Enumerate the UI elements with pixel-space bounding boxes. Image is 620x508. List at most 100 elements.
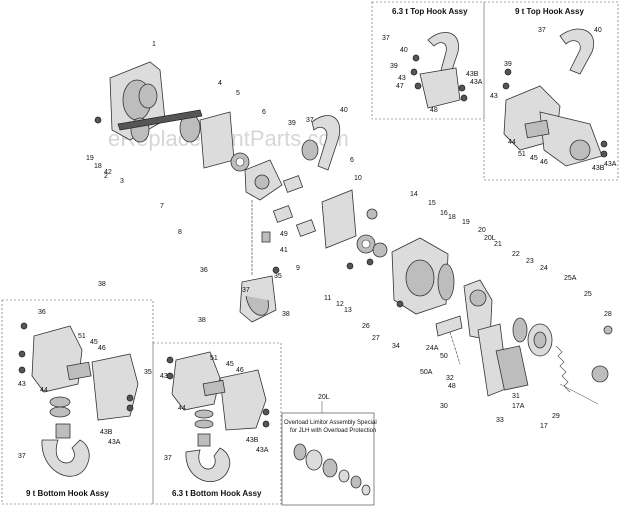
callout-main-34: 34 — [392, 343, 400, 350]
callout-main-22: 22 — [512, 251, 520, 258]
title-bottom-hook-9: 9 t Bottom Hook Assy — [26, 489, 109, 498]
bottom-hook-9-parts — [18, 322, 139, 477]
callout-main-33: 33 — [496, 417, 504, 424]
callout-main-16: 16 — [440, 210, 448, 217]
callout-top63-37: 37 — [382, 35, 390, 42]
callout-main-18: 18 — [94, 163, 102, 170]
callout-bottom9-44: 44 — [40, 387, 48, 394]
callout-main-13: 13 — [344, 307, 352, 314]
callout-main-49: 49 — [280, 231, 288, 238]
callout-top9-43: 43 — [490, 93, 498, 100]
callout-top9-46: 46 — [540, 159, 548, 166]
callout-bottom63-37: 37 — [164, 455, 172, 462]
callout-main-31: 31 — [512, 393, 520, 400]
callout-top9-51: 51 — [518, 151, 526, 158]
callout-main-40: 40 — [340, 107, 348, 114]
box-overload-limiter — [281, 412, 375, 506]
callout-main-1: 1 — [152, 41, 156, 48]
callout-bottom9-43A: 43A — [108, 439, 121, 446]
top-hook-63-parts — [410, 31, 468, 109]
callout-main-2: 2 — [104, 173, 108, 180]
callout-bottom63-45: 45 — [226, 361, 234, 368]
callout-top9-40: 40 — [594, 27, 602, 34]
callout-main-38: 38 — [282, 311, 290, 318]
overload-note-2: for JLH with Overload Protection — [290, 428, 376, 434]
callout-top63-47: 47 — [396, 83, 404, 90]
callout-main-24A: 24A — [426, 345, 439, 352]
callout-bottom9-43: 43 — [18, 381, 26, 388]
callout-bottom9-36: 36 — [38, 309, 46, 316]
callout-top63-43A: 43A — [470, 79, 483, 86]
callout-main-37: 37 — [306, 117, 314, 124]
callout-bottom9-38: 38 — [98, 281, 106, 288]
callout-main-37: 37 — [242, 287, 250, 294]
callout-top9-37: 37 — [538, 27, 546, 34]
callout-top9-39: 39 — [504, 61, 512, 68]
callout-main-32: 32 — [446, 375, 454, 382]
bottom-hook-63 — [185, 447, 231, 483]
title-bottom-hook-63: 6.3 t Bottom Hook Assy — [172, 489, 262, 498]
callout-main-26: 26 — [362, 323, 370, 330]
callout-main-36: 36 — [200, 267, 208, 274]
callout-main-5: 5 — [236, 90, 240, 97]
bottom-hook-9 — [41, 439, 90, 477]
callout-bottom9-35: 35 — [144, 369, 152, 376]
bottom-hook-63-parts — [166, 351, 270, 483]
callout-bottom9-43B: 43B — [100, 429, 113, 436]
callout-main-41: 41 — [280, 247, 288, 254]
callout-bottom63-43A: 43A — [256, 447, 269, 454]
callout-bottom9-37: 37 — [18, 453, 26, 460]
callout-bottom63-46: 46 — [236, 367, 244, 374]
callout-top63-48: 48 — [430, 107, 438, 114]
callout-main-29: 29 — [552, 413, 560, 420]
callout-main-3: 3 — [120, 178, 124, 185]
callout-main-28: 28 — [604, 311, 612, 318]
callout-main-7: 7 — [160, 203, 164, 210]
callout-bottom63-51: 51 — [210, 355, 218, 362]
title-top-hook-63: 6.3 t Top Hook Assy — [392, 7, 468, 16]
callout-top9-43A: 43A — [604, 161, 617, 168]
callout-main-6: 6 — [350, 157, 354, 164]
callout-main-30: 30 — [440, 403, 448, 410]
callout-main-25A: 25A — [564, 275, 577, 282]
callout-bottom63-43B: 43B — [246, 437, 259, 444]
callout-main-50: 50 — [440, 353, 448, 360]
callout-main-19: 19 — [86, 155, 94, 162]
box-top-hook-63 — [371, 1, 485, 120]
callout-top63-39: 39 — [390, 63, 398, 70]
callout-main-6: 6 — [262, 109, 266, 116]
box-bottom-hook-9 — [1, 299, 154, 505]
callout-main-23: 23 — [526, 258, 534, 265]
callout-main-25: 25 — [584, 291, 592, 298]
callout-main-4: 4 — [218, 80, 222, 87]
callout-top63-43: 43 — [398, 75, 406, 82]
callout-main-50A: 50A — [420, 369, 433, 376]
callout-bottom9-45: 45 — [90, 339, 98, 346]
callout-main-21: 21 — [494, 241, 502, 248]
overload-note-1: Overload Limitor Assembly Special — [284, 420, 377, 426]
pinion-shaft — [117, 109, 203, 131]
callout-top9-45: 45 — [530, 155, 538, 162]
callout-main-14: 14 — [410, 191, 418, 198]
top-hook — [311, 115, 341, 171]
callout-main-17A: 17A — [512, 403, 525, 410]
callout-main-17: 17 — [540, 423, 548, 430]
callout-main-20: 20 — [478, 227, 486, 234]
title-top-hook-9: 9 t Top Hook Assy — [515, 7, 584, 16]
main-assembly — [94, 61, 613, 405]
box-bottom-hook-63 — [152, 342, 282, 505]
callout-bottom9-46: 46 — [98, 345, 106, 352]
callout-main-10: 10 — [354, 175, 362, 182]
callout-main-8: 8 — [178, 229, 182, 236]
callout-bottom63-38: 38 — [198, 317, 206, 324]
callout-bottom9-51: 51 — [78, 333, 86, 340]
callout-main-20L: 20L — [484, 235, 496, 242]
callout-main-42: 42 — [104, 169, 112, 176]
callout-main-18: 18 — [448, 214, 456, 221]
callout-main-12: 12 — [336, 301, 344, 308]
top-hook-9-parts — [502, 28, 608, 167]
callout-main-11: 11 — [324, 295, 331, 302]
overload-limiter-parts — [293, 443, 371, 496]
callout-main-9: 9 — [296, 265, 300, 272]
